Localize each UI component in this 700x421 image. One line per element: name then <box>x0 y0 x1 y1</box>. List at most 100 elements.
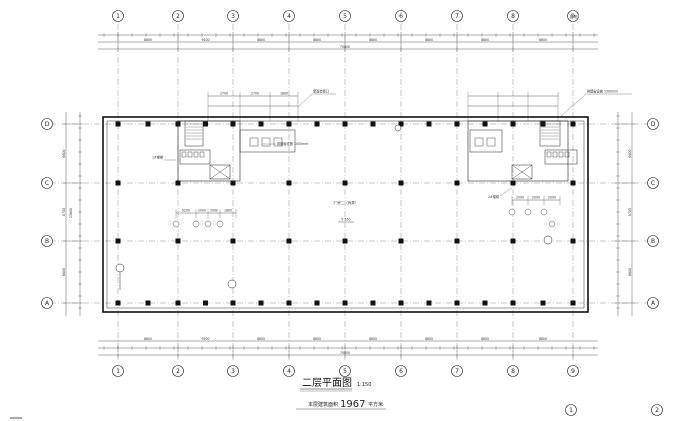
extra-bubble-1: 2 <box>651 404 663 416</box>
column-0-3 <box>115 300 121 306</box>
column-1-2 <box>175 238 181 244</box>
note-smoke-window: 排烟窗设施 1000mm <box>277 141 308 146</box>
room-label: 厂房二（丙类） <box>334 200 359 205</box>
svg-text:D: D <box>651 121 656 128</box>
column-mid-bottom-2 <box>258 300 264 306</box>
column-8-2 <box>570 238 576 244</box>
grid-bubble-bottom-4: 4 <box>283 365 295 377</box>
column-5-3 <box>398 300 404 306</box>
corner-icon <box>570 9 580 19</box>
room-dim-left-2: 2000 <box>198 209 206 213</box>
grid-bubble-bottom-8: 8 <box>507 365 519 377</box>
stair-dim-3: 1800 <box>280 92 288 96</box>
area-unit: 平方米 <box>368 401 383 408</box>
svg-text:5: 5 <box>343 368 347 375</box>
grid-bubble-top-5: 5 <box>339 10 351 22</box>
svg-text:9: 9 <box>571 368 575 375</box>
column-mid-top-0 <box>145 121 151 127</box>
grid-bubble-bottom-9: 9 <box>567 365 579 377</box>
column-8-0 <box>570 121 576 127</box>
column-mid-bottom-5 <box>426 300 432 306</box>
svg-text:C: C <box>651 180 655 187</box>
right-span-2: 6600 <box>628 268 632 276</box>
column-3-3 <box>286 300 292 306</box>
grid-bubble-bottom-2: 2 <box>172 365 184 377</box>
column-6-0 <box>454 121 460 127</box>
column-8-1 <box>570 180 576 186</box>
stair-dim-1: 2700 <box>220 92 228 96</box>
column-3-1 <box>286 180 292 186</box>
room-dim-left-1: 5200 <box>182 209 190 213</box>
title-block: 二层平面图 1:150 本层建筑面积 1967 平方米 <box>296 377 386 410</box>
column-6-2 <box>454 238 460 244</box>
room-dim-right-1: 2000 <box>516 196 524 200</box>
svg-text:3: 3 <box>231 13 235 20</box>
svg-text:A: A <box>45 300 50 307</box>
svg-text:1: 1 <box>569 407 573 414</box>
column-mid-top-5 <box>426 121 432 127</box>
column-4-3 <box>342 300 348 306</box>
bottom-total: 70800 <box>340 351 350 355</box>
svg-text:3: 3 <box>231 368 235 375</box>
grid-bubble-right-B: B <box>647 235 659 247</box>
room-dim-right-3: 2000 <box>548 196 556 200</box>
column-0-2 <box>115 238 121 244</box>
svg-text:6: 6 <box>399 368 403 375</box>
room-dim-left-4: 1800 <box>224 209 232 213</box>
corner-mark: 图 图 <box>570 15 577 19</box>
svg-text:7: 7 <box>455 13 459 20</box>
svg-text:8: 8 <box>511 368 515 375</box>
grid-bubble-top-2: 2 <box>172 10 184 22</box>
svg-text:2: 2 <box>176 368 180 375</box>
column-mid-bottom-1 <box>203 300 208 306</box>
note-smoke-window-right: 排烟窗设施 1000mm <box>587 89 618 94</box>
structural-columns <box>115 121 576 306</box>
column-4-1 <box>342 180 348 186</box>
top-span-1: 9100 <box>201 38 209 42</box>
column-mid-top-3 <box>314 121 320 127</box>
grid-bubble-bottom-1: 1 <box>112 365 124 377</box>
svg-text:5: 5 <box>343 13 347 20</box>
room-dim-left-3: 2000 <box>210 209 218 213</box>
svg-text:C: C <box>45 180 49 187</box>
right-room-dimension-chain: 2000 2000 2000 <box>508 196 561 228</box>
column-3-0 <box>286 121 292 127</box>
column-mid-top-2 <box>258 121 264 127</box>
column-mid-bottom-7 <box>540 300 546 306</box>
svg-text:6: 6 <box>399 13 403 20</box>
grid-bubble-left-D: D <box>41 118 53 130</box>
grid-bubble-top-6: 6 <box>395 10 407 22</box>
column-5-0 <box>398 121 404 127</box>
column-3-2 <box>286 238 292 244</box>
bottom-span-5: 8800 <box>425 337 433 341</box>
grid-bubble-top-7: 7 <box>451 10 463 22</box>
column-mid-top-1 <box>203 121 208 127</box>
drawing-title: 二层平面图 <box>302 377 352 389</box>
bottom-span-7: 8800 <box>539 337 547 341</box>
top-span-0: 8800 <box>144 38 152 42</box>
column-1-3 <box>175 300 181 306</box>
right-service-core <box>467 120 578 182</box>
svg-text:8: 8 <box>511 13 515 20</box>
note-roof-hatch: 屋面检修口 <box>313 89 329 94</box>
bottom-span-4: 8800 <box>369 337 377 341</box>
extra-bubble-0: 1 <box>565 404 577 416</box>
column-mid-bottom-4 <box>370 300 376 306</box>
bottom-span-2: 8800 <box>257 337 265 341</box>
column-2-0 <box>230 121 236 127</box>
grid-bubble-top-8: 8 <box>507 10 519 22</box>
column-mid-bottom-0 <box>145 300 151 306</box>
column-mid-bottom-3 <box>314 300 320 306</box>
svg-text:2: 2 <box>176 13 180 20</box>
svg-text:1: 1 <box>116 13 120 20</box>
bottom-span-3: 8800 <box>313 337 321 341</box>
left-stair-dimension-chain: 2700 2700 1800 <box>207 92 299 121</box>
top-span-5: 8800 <box>425 38 433 42</box>
column-7-1 <box>510 180 516 186</box>
grid-bubble-bottom-7: 7 <box>451 365 463 377</box>
grid-bubble-top-4: 4 <box>283 10 295 22</box>
svg-text:D: D <box>45 121 50 128</box>
right-stair-dimension-chain <box>467 92 559 121</box>
